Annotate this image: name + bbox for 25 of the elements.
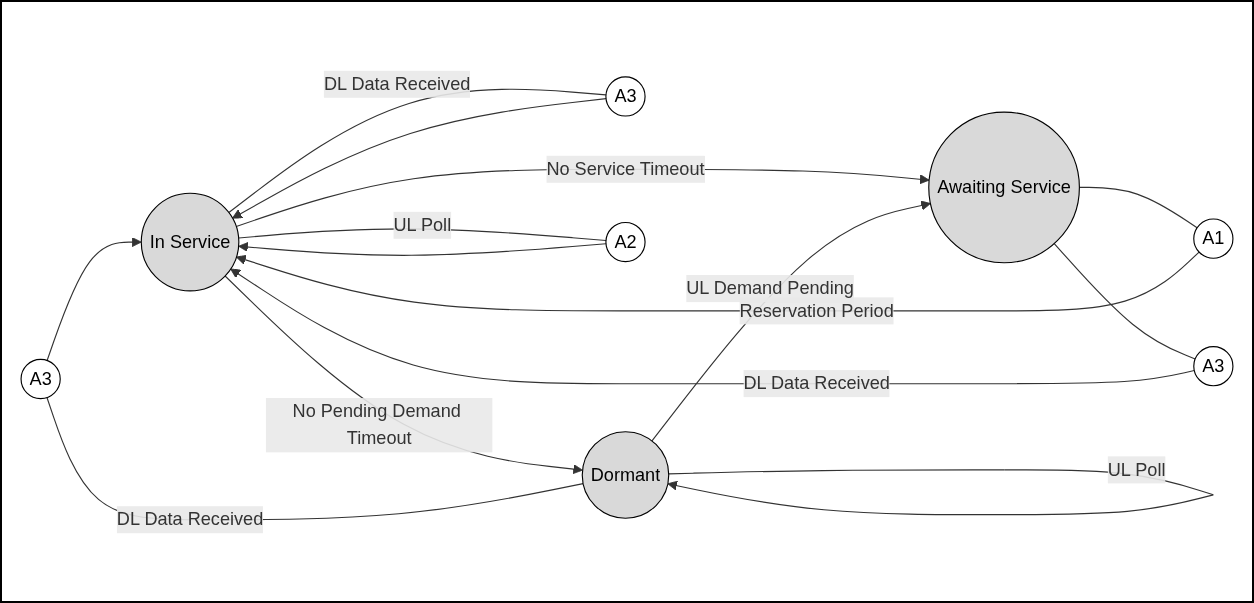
node-circle: A3 [1193,345,1234,386]
edge-label: UL Poll [393,214,452,234]
node-circle: In Service [140,192,240,291]
node-circle: A3 [20,358,61,399]
edge-label: No Service Timeout [546,158,705,178]
edge-label: UL Demand Pending [686,277,854,298]
edge-label: Reservation Period [739,300,894,320]
arrow [224,274,583,474]
edge-label: DL Data Received [116,509,264,529]
arrow [651,200,931,441]
arrow [46,236,142,361]
node-circle: Dormant [581,430,670,519]
node-circle: A1 [1193,218,1234,259]
edge-label: No Pending Demand Timeout [292,400,461,448]
edge-label: DL Data Received [323,73,471,93]
arrow [236,251,1200,311]
node-circle: A2 [605,221,646,262]
arrow [238,241,607,256]
arrow [230,268,1195,384]
connector [1053,242,1196,359]
node-circle: A3 [605,75,646,117]
edge-label: UL Poll [1107,459,1166,479]
connector [46,396,584,520]
node-circle: Awaiting Service [928,111,1080,263]
edge-label: DL Data Received [743,373,890,393]
